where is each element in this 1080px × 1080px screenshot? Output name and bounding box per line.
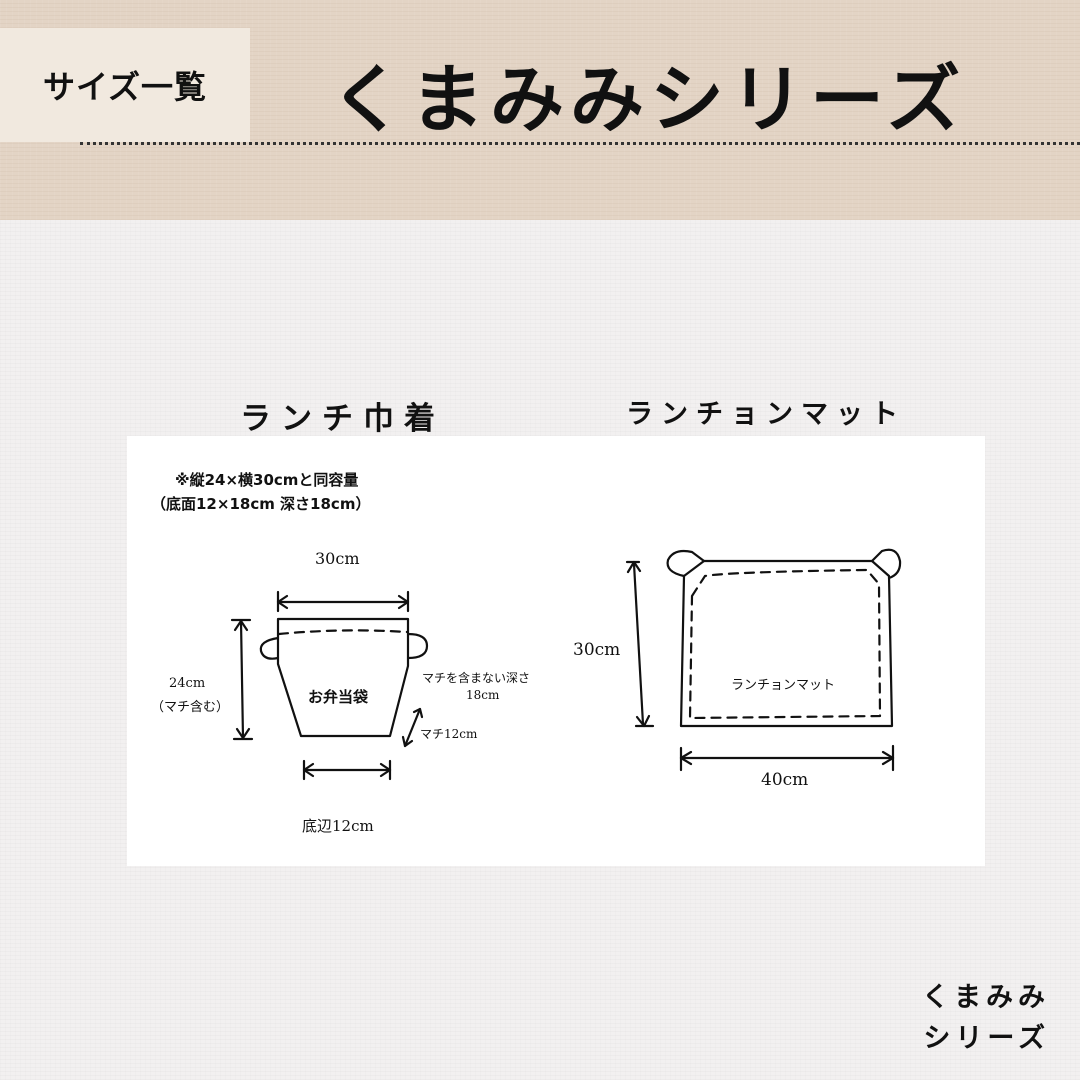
size-diagram-panel: ※縦24×横30cmと同容量 （底面12×18cm 深さ18cm） 30cm 2…	[127, 436, 985, 866]
lunch-drawstring-title: ランチ巾着	[240, 401, 445, 437]
bag-left-ear	[259, 636, 280, 660]
bag-depth-label: マチを含まない深さ	[422, 671, 531, 685]
bag-height-label: 24cm	[169, 676, 206, 691]
capacity-note-detail: （底面12×18cm 深さ18cm）	[151, 495, 371, 513]
mat-left-ear	[666, 549, 706, 578]
bag-width-label: 30cm	[315, 549, 360, 568]
lunch-mat-title: ランチョンマット	[626, 399, 906, 430]
bag-depth-value: 18cm	[466, 688, 500, 702]
footer-brand-line2: シリーズ	[923, 1023, 1050, 1054]
bag-height-note: （マチ含む）	[151, 700, 230, 715]
lunch-bag-illustration	[230, 590, 429, 781]
mat-height-label: 30cm	[573, 640, 621, 660]
mat-item-label: ランチョンマット	[731, 678, 836, 693]
bag-gusset-label: マチ12cm	[420, 727, 478, 741]
mat-width-label: 40cm	[761, 770, 809, 790]
size-list-badge: サイズ一覧	[0, 28, 250, 142]
title-underline-divider	[80, 142, 1080, 145]
mat-right-ear	[870, 548, 902, 580]
capacity-note: ※縦24×横30cmと同容量	[175, 471, 359, 489]
size-diagram-drawing	[230, 548, 902, 781]
footer-brand-line1: くまみみ	[922, 982, 1050, 1013]
page-title: くまみみシリーズ	[330, 57, 967, 143]
bag-item-label: お弁当袋	[308, 688, 369, 706]
bag-right-ear	[406, 632, 429, 660]
bag-bottom-label: 底辺12cm	[302, 817, 374, 835]
header-band: サイズ一覧 くまみみシリーズ	[0, 0, 1080, 220]
lunch-mat-illustration	[625, 548, 902, 772]
